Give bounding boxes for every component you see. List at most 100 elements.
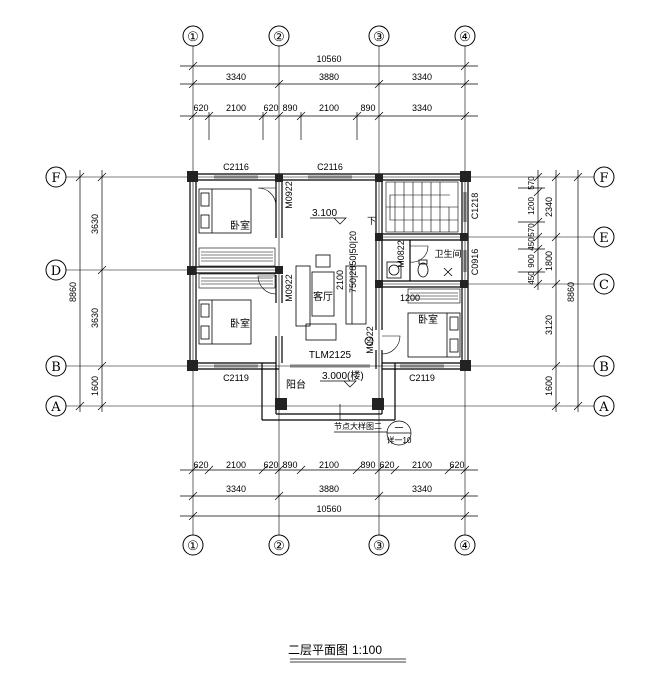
window-label-c0916: C0916: [470, 249, 480, 276]
dim-right-inner-4: 450: [527, 237, 536, 251]
dim-bottom-open-7: 620: [379, 460, 394, 470]
dim-right-middle-4: 1600: [544, 376, 554, 396]
room-label-bath: 卫生间: [434, 248, 461, 259]
dim-lines-bottom: [180, 465, 478, 521]
bed-bedroom3: [407, 312, 461, 358]
level-floor: 3.100: [312, 208, 337, 219]
axis-label-A-left: A: [50, 400, 61, 415]
dim-left-outer: 8860: [68, 282, 78, 302]
dim-top-bay-2: 3880: [319, 72, 339, 82]
node-ref-label: 节点大样图二: [334, 421, 382, 431]
dim-right-inner-2: 1200: [527, 197, 536, 215]
drawing-scale: 1:100: [352, 643, 382, 657]
bed-bedroom2: [198, 299, 252, 345]
dim-top-open-7: 3340: [412, 103, 432, 113]
door-swings: [257, 187, 429, 355]
title-underline: [290, 658, 406, 663]
wardrobe-right: [407, 288, 461, 304]
axis-lines: [66, 46, 594, 535]
dim-top-bay-1: 3340: [226, 72, 246, 82]
drain-icon: [364, 336, 374, 346]
dim-bottom-bay-3: 3340: [412, 484, 432, 494]
bath-dim-label: 1200: [400, 293, 420, 303]
bath-fixtures: [386, 259, 453, 279]
axis-label-B-right: B: [599, 360, 609, 375]
room-label-living: 客厅: [313, 290, 333, 303]
dim-bottom-open-3: 620: [263, 460, 278, 470]
axis-label-2-bottom: ②: [273, 539, 285, 554]
dim-right-middle-2: 1800: [544, 251, 554, 271]
dim-top-open-4: 890: [282, 103, 297, 113]
staircase: [385, 181, 459, 233]
dim-right-inner-3: 570: [527, 223, 536, 237]
axis-bubbles-top: [182, 25, 476, 47]
node-reference: [334, 404, 412, 446]
axis-label-3-bottom: ③: [373, 539, 385, 554]
door-label-m0822: M0822: [396, 240, 406, 268]
dim-top-overall: 10560: [316, 54, 341, 64]
dim-left-inner-3: 1600: [90, 376, 100, 396]
axis-label-4-bottom: ④: [459, 539, 471, 554]
level-balcony: 3.000(楼): [322, 369, 364, 382]
window-label-c2116-mid: C2116: [317, 162, 343, 172]
level-marks: [310, 217, 357, 388]
dim-top-open-3: 620: [263, 103, 278, 113]
dim-bottom-open-8: 2100: [412, 460, 432, 470]
dim-bottom-open-1: 620: [193, 460, 208, 470]
door-label-m0922-c: M0922: [365, 326, 375, 354]
axis-label-1-top: ①: [187, 30, 199, 45]
door-label-tlm2125: TLM2125: [309, 350, 352, 361]
vert-dims-label: 750|2850|50|20: [348, 231, 358, 293]
axis-label-1-bottom: ①: [187, 539, 199, 554]
axis-label-B-left: B: [51, 360, 61, 375]
axis-label-F-left: F: [51, 171, 60, 186]
sofa-dim-label: 2100: [335, 270, 345, 290]
window-label-c2119-right: C2119: [409, 373, 435, 383]
room-label-bedroom2: 卧室: [230, 317, 250, 330]
node-ref-mark: 一: [394, 423, 403, 433]
room-label-bedroom3: 卧室: [418, 313, 438, 326]
dim-lines-left: [75, 170, 107, 412]
dim-right-outer: 8860: [566, 282, 576, 302]
door-label-m0922-a: M0922: [284, 181, 294, 209]
dim-bottom-bay-2: 3880: [319, 484, 339, 494]
room-label-balcony: 阳台: [286, 378, 306, 391]
dim-lines-top: [180, 61, 478, 140]
dim-right-middle-3: 3120: [544, 315, 554, 335]
dim-right-middle-1: 2340: [544, 197, 554, 217]
dim-top-open-2: 2100: [226, 103, 246, 113]
axis-label-F-right: F: [599, 171, 608, 186]
axis-bubbles-bottom: [182, 534, 476, 556]
dim-bottom-open-4: 890: [282, 460, 297, 470]
window-label-c2116-left: C2116: [223, 162, 249, 172]
dim-top-open-6: 890: [360, 103, 375, 113]
dim-bottom-overall: 10560: [316, 504, 341, 514]
axis-label-C-right: C: [599, 278, 609, 293]
wardrobe-left: [198, 247, 276, 289]
axis-label-3-top: ③: [373, 30, 385, 45]
dim-bottom-bay-1: 3340: [226, 484, 246, 494]
dim-lines-right: [518, 170, 583, 412]
dim-bottom-open-5: 2100: [319, 460, 339, 470]
dim-left-inner-1: 3630: [90, 214, 100, 234]
dim-left-inner-2: 3630: [90, 308, 100, 328]
dim-right-inner-1: 570: [527, 176, 536, 190]
dim-bottom-open-9: 620: [449, 460, 464, 470]
dim-top-open-5: 2100: [319, 103, 339, 113]
axis-label-D-left: D: [51, 264, 61, 279]
axis-label-A-right: A: [598, 400, 609, 415]
door-label-m0922-b: M0922: [284, 274, 294, 302]
axis-label-E-right: E: [599, 231, 609, 246]
axis-label-2-top: ②: [273, 30, 285, 45]
bed-bedroom1: [198, 188, 252, 234]
dim-bottom-open-6: 890: [360, 460, 375, 470]
stair-down-label: 下: [367, 216, 376, 226]
dim-right-inner-6: 450: [527, 271, 536, 285]
windows: [214, 175, 467, 368]
living-furniture: [295, 254, 367, 341]
dim-top-bay-3: 3340: [412, 72, 432, 82]
room-label-bedroom1: 卧室: [230, 219, 250, 232]
columns: [187, 171, 471, 410]
window-label-c2119-left: C2119: [223, 373, 249, 383]
